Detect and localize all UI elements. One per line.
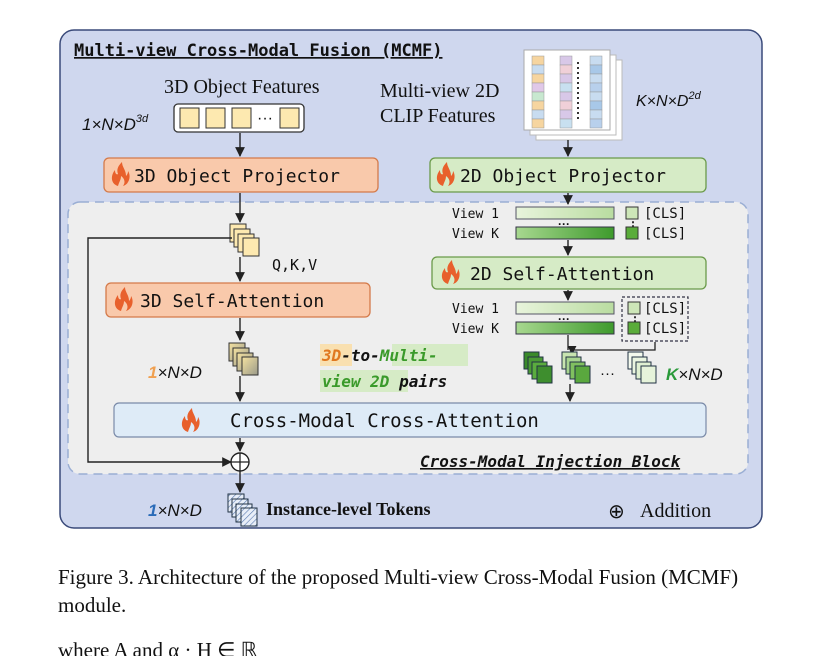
pair-cube-icon: [627, 351, 657, 384]
pairs-label-line1: 3D-to-Multi-: [321, 346, 438, 365]
clip-features-title-line2: CLIP Features: [380, 105, 496, 127]
cls-group-outline: [621, 296, 689, 342]
flame-icon: [111, 162, 130, 186]
cls-token-a: [625, 206, 639, 220]
clip-feature-cell: [559, 73, 573, 84]
clip-feature-cell: [559, 82, 573, 93]
cls-label-b1: [CLS]: [644, 301, 686, 317]
cross-attention-box: [113, 402, 707, 438]
clip-feature-cell: [559, 55, 573, 66]
pairs-highlight-c: [320, 370, 408, 392]
skip-connection: [87, 237, 232, 467]
pair-cube-icon: [561, 351, 591, 384]
clip-feature-cell: [531, 55, 545, 66]
clip-features-title-line1: Multi-view 2D: [380, 80, 499, 102]
clip-feature-cell: [531, 109, 545, 120]
token-stack-icon: [228, 342, 259, 376]
self-attention-3d-label: 3D Self-Attention: [140, 291, 324, 312]
feature-ellipsis: ···: [257, 110, 273, 127]
flame-icon: [114, 287, 133, 311]
clip-feature-stack: [523, 49, 623, 141]
projector-2d-label: 2D Object Projector: [460, 166, 666, 187]
clip-feature-cell: [589, 118, 603, 129]
object-features-title: 3D Object Features: [164, 76, 320, 98]
clip-feature-cell: [531, 118, 545, 129]
addition-legend-symbol: ⊕: [608, 499, 625, 523]
projector-3d-box: [103, 157, 379, 193]
projector-2d-box: [429, 157, 707, 193]
mcmf-title: Multi-view Cross-Modal Fusion (MCMF): [74, 41, 442, 61]
mcmf-diagram: Multi-view Cross-Modal Fusion (MCMF) Cro…: [59, 29, 763, 529]
token-stack-icon: [229, 223, 260, 257]
clip-feature-cell: [559, 100, 573, 111]
clip-feature-cell: [589, 100, 603, 111]
dims-1nd-left: 1×N×D: [148, 363, 202, 382]
injection-block-label: Cross-Modal Injection Block: [420, 452, 681, 471]
clip-feature-cell: [559, 91, 573, 102]
feature-cell: [279, 107, 300, 129]
clip-feature-cell: [589, 109, 603, 120]
flame-icon: [441, 260, 460, 284]
pairs-highlight-a: [320, 344, 352, 366]
clip-feature-cell: [589, 64, 603, 75]
cls-token-ak: [625, 226, 639, 240]
cls-token-bk: [627, 321, 641, 335]
clip-feature-cell: [531, 100, 545, 111]
feature-cell: [205, 107, 226, 129]
self-attention-3d-box: [105, 282, 371, 318]
clip-feature-cell: [531, 64, 545, 75]
pairs-label-line2: view 2D pairs: [322, 372, 447, 391]
cls-label-ak: [CLS]: [644, 226, 686, 242]
output-label: Instance-level Tokens: [266, 499, 431, 519]
clip-feature-cell: [531, 82, 545, 93]
clip-feature-cell: [589, 82, 603, 93]
clip-features-dims: K×N×D2d: [636, 90, 702, 110]
addition-legend-label: Addition: [640, 500, 711, 522]
clip-feature-cell: [559, 118, 573, 129]
feature-cell: [179, 107, 200, 129]
feature-cell: [231, 107, 252, 129]
clip-feature-cell: [589, 73, 603, 84]
view1-label-a: View 1: [452, 207, 499, 222]
qkv-label: Q,K,V: [272, 256, 317, 274]
view1-label-b: View 1: [452, 302, 499, 317]
pair-cube-icon: [523, 351, 553, 384]
projector-3d-label: 3D Object Projector: [134, 166, 340, 187]
clip-feature-cell: [589, 91, 603, 102]
dims-knd: K×N×D: [666, 365, 723, 384]
viewk-label-b: View K: [452, 322, 499, 337]
cross-attention-label: Cross-Modal Cross-Attention: [230, 410, 539, 432]
output-token-stack-icon: [227, 493, 258, 527]
object-features-dims: 1×N×D3d: [82, 113, 149, 134]
self-attention-2d-box: [431, 256, 707, 290]
cls-label-bk: [CLS]: [644, 321, 686, 337]
viewk-label-a: View K: [452, 227, 499, 242]
cls-token-b: [627, 301, 641, 315]
view1-bar-b: [515, 301, 615, 315]
output-dims: 1×N×D: [148, 501, 202, 520]
viewk-bar-b: [515, 321, 615, 335]
clip-feature-cell: [589, 55, 603, 66]
clip-feature-cell: [559, 109, 573, 120]
view1-bar-a: [515, 206, 615, 220]
flame-icon: [181, 408, 200, 432]
clip-feature-cell: [531, 73, 545, 84]
pairs-highlight-b: [392, 344, 468, 366]
self-attention-2d-label: 2D Self-Attention: [470, 264, 654, 285]
clip-feature-cell: [559, 64, 573, 75]
viewk-bar-a: [515, 226, 615, 240]
pair-ellipsis: ···: [600, 365, 615, 382]
flame-icon: [436, 162, 455, 186]
figure-caption: Figure 3. Architecture of the proposed M…: [58, 565, 739, 617]
cls-label-a1: [CLS]: [644, 206, 686, 222]
truncated-body-text: where A and α · H ∈ ℝ: [58, 638, 258, 656]
clip-feature-cell: [531, 91, 545, 102]
